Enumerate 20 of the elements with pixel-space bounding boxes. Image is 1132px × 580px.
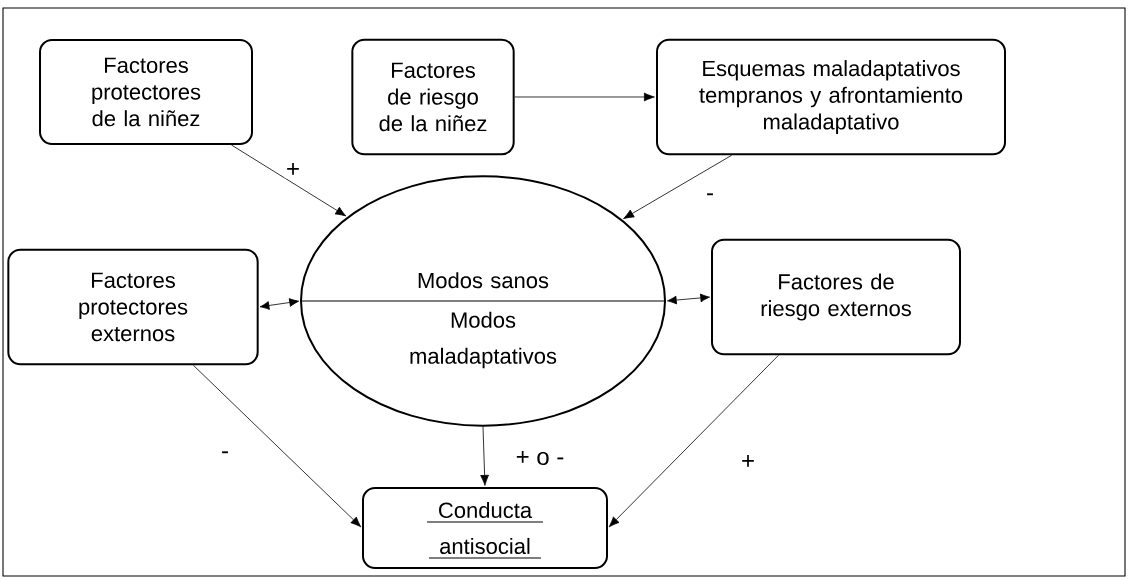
arrow (480, 426, 489, 486)
edge-label: - (219, 450, 231, 460)
process-box: Conducta antisocial (362, 487, 608, 569)
arrow (623, 154, 732, 219)
process-box: Factores de riesgo externos (711, 238, 961, 356)
process-box: Esquemas maladaptativos tempranos y afrontamiento maladaptativo (656, 38, 1006, 156)
arrow (231, 144, 347, 217)
arrow (608, 354, 779, 528)
process-box: Factores protectores de la niñez (39, 39, 253, 145)
edge-label: + (284, 161, 302, 179)
arrow (514, 92, 655, 102)
process-box: Factores de riesgo de la niñez (351, 38, 515, 156)
edge-label: - (704, 192, 716, 202)
arrow (667, 293, 710, 305)
arrow (259, 298, 299, 310)
arrow (193, 364, 362, 528)
edge-label: + o - (514, 449, 566, 467)
edge-label: + (739, 453, 757, 471)
process-box: Factores protectores externos (7, 248, 259, 366)
ellipse-node: Modos sanos Modos maladaptativos (299, 175, 667, 427)
